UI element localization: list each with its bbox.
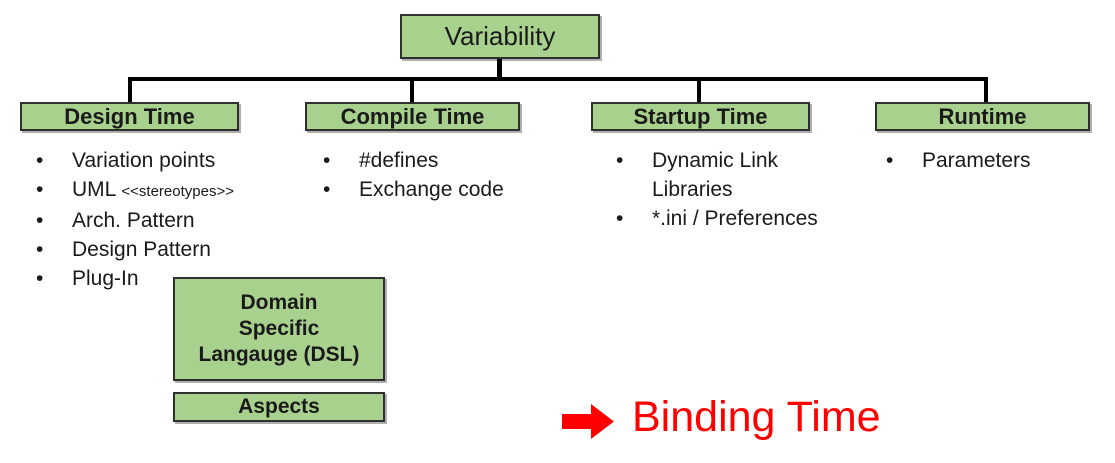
list-item-text: Parameters [922, 149, 1031, 172]
binding-time-label: Binding Time [632, 393, 881, 441]
connector-stub-runtime [984, 80, 988, 103]
branch-header-label: Design Time [64, 103, 195, 129]
list-item: • *.ini / Preferences [616, 204, 818, 233]
binding-time-annotation: Binding Time [562, 389, 881, 445]
list-item-text: Dynamic Link Libraries [652, 149, 779, 201]
branch-header-label: Compile Time [340, 103, 485, 129]
list-item-main-text: UML [72, 178, 122, 201]
aspects-box-label: Aspects [238, 395, 320, 418]
branch-header-label: Runtime [938, 103, 1027, 129]
list-item: • Parameters [886, 146, 1096, 175]
list-item: • Dynamic Link Libraries [616, 146, 818, 204]
list-item: • Arch. Pattern [36, 206, 304, 235]
compile-time-list: • #defines • Exchange code [323, 146, 563, 204]
bullet-icon: • [36, 149, 44, 172]
list-item-text: Design Pattern [72, 238, 211, 261]
list-item: • Exchange code [323, 175, 563, 204]
dsl-box: Domain Specific Langauge (DSL) [173, 277, 385, 381]
list-item-text: Variation points [72, 149, 216, 172]
list-item: • Variation points [36, 146, 304, 175]
bullet-icon: • [616, 207, 624, 230]
list-item: • Plug-In [36, 264, 304, 293]
list-item: • #defines [323, 146, 563, 175]
branch-header-label: Startup Time [633, 103, 768, 129]
list-item: • Design Pattern [36, 235, 304, 264]
connector-stub-startup-time [697, 80, 701, 103]
list-item-small-text: <<stereotypes>> [121, 183, 234, 200]
bullet-icon: • [36, 178, 44, 201]
bullet-icon: • [323, 149, 331, 172]
root-node-variability: Variability [400, 14, 600, 59]
branch-header-compile-time: Compile Time [305, 102, 520, 131]
branch-header-design-time: Design Time [20, 102, 239, 131]
connector-stub-design-time [128, 80, 132, 103]
bullet-icon: • [886, 149, 894, 172]
bullet-icon: • [616, 149, 624, 172]
bullet-icon: • [36, 267, 44, 290]
aspects-box: Aspects [173, 392, 385, 422]
bullet-icon: • [36, 238, 44, 261]
list-item-text: *.ini / Preferences [652, 207, 818, 230]
startup-time-list: • Dynamic Link Libraries • *.ini / Prefe… [616, 146, 818, 233]
bullet-icon: • [323, 178, 331, 201]
list-item: • UML <<stereotypes>> [36, 175, 304, 206]
list-item-text: Plug-In [72, 267, 139, 290]
branch-header-startup-time: Startup Time [591, 102, 810, 131]
connector-stub-compile-time [410, 80, 414, 103]
right-arrow-icon [562, 404, 614, 439]
dsl-box-label: Domain Specific Langauge (DSL) [198, 291, 360, 366]
list-item-text: Arch. Pattern [72, 209, 195, 232]
list-item-text: #defines [359, 149, 439, 172]
branch-header-runtime: Runtime [875, 102, 1090, 131]
list-item-text: UML <<stereotypes>> [72, 175, 304, 206]
design-time-list: • Variation points • UML <<stereotypes>>… [36, 146, 304, 293]
connector-root-stub [497, 59, 502, 78]
runtime-list: • Parameters [886, 146, 1096, 175]
bullet-icon: • [36, 209, 44, 232]
connector-horizontal-rail [128, 77, 988, 81]
root-node-label: Variability [444, 21, 556, 51]
list-item-text: Exchange code [359, 178, 504, 201]
